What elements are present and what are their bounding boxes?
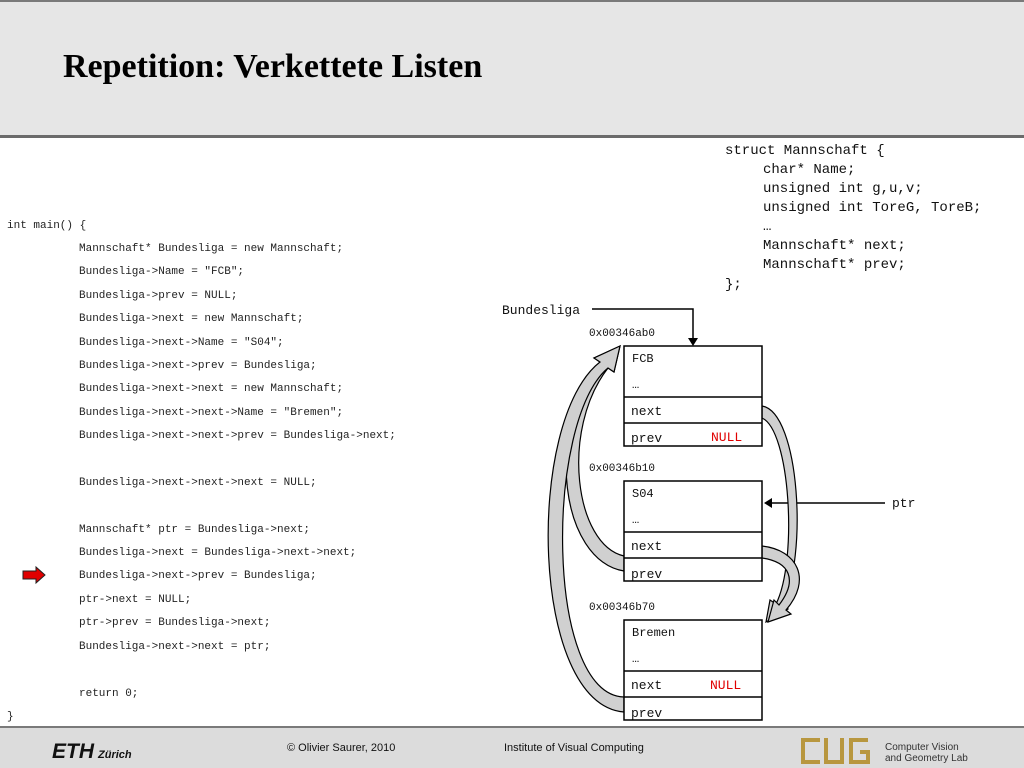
code-line: Bundesliga->next->Name = "S04"; — [79, 337, 284, 349]
lab-name-line2: and Geometry Lab — [885, 753, 968, 764]
code-line: ptr->next = NULL; — [79, 594, 192, 606]
head-pointer-arrow — [592, 308, 694, 340]
eth-logo: ETH Zürich — [52, 740, 132, 763]
struct-line: }; — [725, 277, 742, 293]
node-name: Bremen — [632, 626, 675, 640]
code-line: Bundesliga->next->next->Name = "Bremen"; — [79, 407, 344, 419]
footer-copyright: © Olivier Saurer, 2010 — [287, 742, 396, 754]
node-next-label: next — [631, 539, 662, 554]
cvg-logo — [801, 738, 870, 764]
null-value: NULL — [711, 430, 742, 445]
current-line-arrow-icon — [22, 565, 46, 585]
link-arrows — [547, 344, 800, 713]
node-ellipsis: … — [632, 513, 639, 527]
code-line: Mannschaft* Bundesliga = new Mannschaft; — [79, 243, 344, 255]
eth-logo-zurich: Zürich — [97, 749, 132, 761]
head-pointer-arrowhead — [688, 338, 698, 346]
code-line: Bundesliga->next->next->prev = Bundeslig… — [79, 430, 396, 442]
struct-line: unsigned int ToreG, ToreB; — [763, 200, 982, 216]
slide-title: Repetition: Verkettete Listen — [63, 48, 483, 85]
node-prev-label: prev — [631, 431, 662, 446]
code-line: Bundesliga->Name = "FCB"; — [79, 266, 245, 278]
struct-line: … — [763, 219, 772, 235]
code-line: } — [7, 711, 14, 723]
struct-line: struct Mannschaft { — [725, 143, 885, 159]
code-line: ptr->prev = Bundesliga->next; — [79, 617, 271, 629]
head-pointer-label: Bundesliga — [502, 303, 580, 318]
bremen-prev-link-arrow — [547, 344, 625, 713]
eth-logo-text: ETH — [52, 740, 95, 763]
code-line: Bundesliga->next->next = new Mannschaft; — [79, 383, 344, 395]
code-line: Mannschaft* ptr = Bundesliga->next; — [79, 524, 311, 536]
code-line: Bundesliga->next = new Mannschaft; — [79, 313, 304, 325]
node-address: 0x00346b70 — [589, 602, 655, 614]
node-prev-label: prev — [631, 706, 662, 721]
code-line: return 0; — [79, 688, 139, 700]
struct-line: char* Name; — [763, 162, 856, 178]
node-address: 0x00346b10 — [589, 463, 655, 475]
code-line: Bundesliga->next->prev = Bundesliga; — [79, 360, 317, 372]
code-line: Bundesliga->prev = NULL; — [79, 290, 238, 302]
list-node-fcb: FCB … next prev NULL — [623, 345, 763, 447]
code-line: Bundesliga->next->next = ptr; — [79, 641, 271, 653]
list-node-bremen: Bremen … next NULL prev — [623, 619, 763, 721]
node-next-label: next — [631, 678, 662, 693]
node-name: FCB — [632, 352, 654, 366]
struct-line: Mannschaft* next; — [763, 238, 906, 254]
node-address: 0x00346ab0 — [589, 328, 655, 340]
footer-graphics: ETH Zürich Computer Vision and Geometry … — [52, 738, 968, 764]
code-line: Bundesliga->next = Bundesliga->next->nex… — [79, 547, 357, 559]
node-ellipsis: … — [632, 652, 639, 666]
footer-bar: ETH Zürich Computer Vision and Geometry … — [0, 726, 1024, 768]
code-line: int main() { — [7, 220, 87, 232]
ptr-arrowhead — [764, 498, 772, 508]
code-line: Bundesliga->next->next->next = NULL; — [79, 477, 317, 489]
lab-name-line1: Computer Vision — [885, 742, 959, 753]
code-line-current: Bundesliga->next->prev = Bundesliga; — [79, 570, 317, 582]
ptr-label: ptr — [892, 496, 915, 511]
struct-line: Mannschaft* prev; — [763, 257, 906, 273]
footer-institute: Institute of Visual Computing — [504, 742, 644, 754]
header-bar: Repetition: Verkettete Listen — [0, 0, 1024, 138]
node-name: S04 — [632, 487, 654, 501]
struct-line: unsigned int g,u,v; — [763, 181, 923, 197]
node-ellipsis: … — [632, 378, 639, 392]
list-node-s04: S04 … next prev — [623, 480, 763, 582]
s04-next-link-arrow — [761, 545, 800, 623]
node-next-label: next — [631, 404, 662, 419]
null-value: NULL — [710, 678, 741, 693]
node-prev-label: prev — [631, 567, 662, 582]
